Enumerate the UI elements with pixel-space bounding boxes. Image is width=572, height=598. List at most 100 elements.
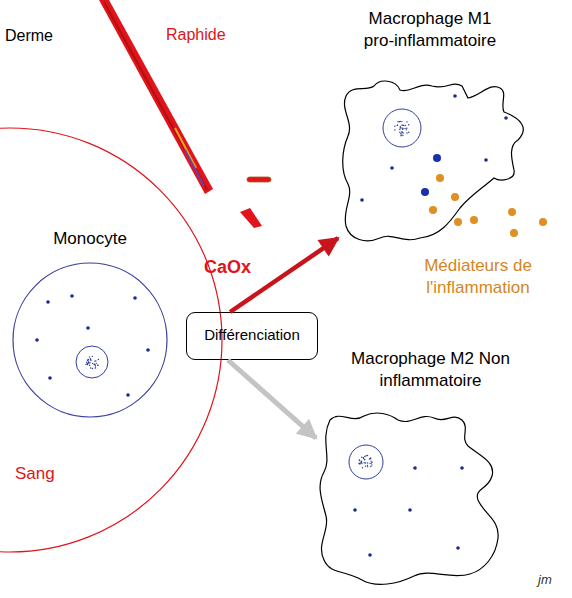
signature: jm — [538, 572, 568, 589]
chromatin-dot — [87, 359, 88, 360]
chromatin-dot — [370, 458, 371, 459]
chromatin-dot — [95, 366, 96, 367]
chromatin-dot — [88, 362, 89, 363]
node-label: Monocyte — [30, 228, 150, 250]
chromatin-dot — [88, 359, 89, 360]
chromatin-dot — [361, 461, 362, 462]
crystal-fragment — [240, 208, 262, 228]
chromatin-dot — [98, 359, 99, 360]
chromatin-dot — [97, 364, 98, 365]
chromatin-dot — [394, 126, 395, 127]
chromatin-dot — [90, 358, 91, 359]
tissue-label: Derme — [5, 26, 85, 47]
chromatin-dot — [371, 464, 372, 465]
chromatin-dot — [359, 463, 360, 464]
chromatin-dot — [367, 455, 368, 456]
chromatin-dot — [89, 362, 90, 363]
chromatin-dot — [362, 467, 363, 468]
chromatin-dot — [406, 128, 407, 129]
chromatin-dot — [370, 460, 371, 461]
arrow-connector — [228, 360, 316, 438]
chromatin-dot — [397, 124, 398, 125]
chromatin-dot — [369, 463, 370, 464]
chromatin-dot — [90, 360, 91, 361]
chromatin-dot — [358, 463, 359, 464]
chromatin-dot — [87, 363, 88, 364]
chromatin-dot — [400, 127, 401, 128]
chromatin-dot — [96, 363, 97, 364]
chromatin-dot — [88, 362, 89, 363]
chromatin-dot — [400, 135, 401, 136]
chromatin-dot — [88, 361, 89, 362]
chromatin-dot — [371, 462, 372, 463]
monocyte-cell-outline — [12, 262, 168, 418]
process-box: Différenciation — [186, 312, 318, 360]
chromatin-dot — [403, 125, 404, 126]
nucleus — [349, 445, 383, 479]
chromatin-dot — [405, 125, 406, 126]
chromatin-dot — [404, 128, 405, 129]
chromatin-dot — [399, 121, 400, 122]
chromatin-dot — [370, 466, 371, 467]
chromatin-dot — [92, 363, 93, 364]
chromatin-dot — [361, 461, 362, 462]
monocyte-cell: Monocyte — [12, 262, 168, 418]
chromatin-dot — [97, 365, 98, 366]
crystal-fragment — [247, 177, 271, 182]
chromatin-dot — [401, 131, 402, 132]
chromatin-dot — [359, 460, 360, 461]
raphide-highlight — [185, 150, 204, 186]
mediator-label: Médiateurs de l'inflammation — [410, 255, 546, 299]
chromatin-dot — [399, 127, 400, 128]
chromatin-dot — [92, 368, 93, 369]
node-label: Macrophage M2 Non inflammatoire — [348, 348, 513, 392]
chromatin-dot — [400, 133, 401, 134]
chromatin-dot — [361, 463, 362, 464]
chromatin-dot — [402, 129, 403, 130]
blood-vessel-outline — [0, 127, 223, 553]
chromatin-dot — [402, 135, 403, 136]
chromatin-dot — [364, 459, 365, 460]
chromatin-dot — [94, 364, 95, 365]
chromatin-dot — [401, 121, 402, 122]
nucleus — [383, 109, 421, 147]
chromatin-dot — [87, 360, 88, 361]
blood-vessel: SangMonocyte — [0, 127, 223, 553]
chromatin-dot — [88, 359, 89, 360]
cell-membrane — [0, 128, 222, 552]
node-label: Différenciation — [187, 325, 317, 345]
chromatin-dot — [365, 455, 366, 456]
raphide-highlight — [175, 128, 196, 168]
chromatin-dot — [367, 466, 368, 467]
chromatin-dot — [364, 456, 365, 457]
chromatin-dot — [402, 124, 403, 125]
chromatin-dot — [89, 365, 90, 366]
chromatin-dot — [397, 121, 398, 122]
nucleus — [76, 346, 108, 378]
chromatin-dot — [397, 125, 398, 126]
chromatin-dot — [401, 128, 402, 129]
chromatin-dot — [360, 463, 361, 464]
chromatin-dot — [400, 121, 401, 122]
chromatin-dot — [365, 462, 366, 463]
chromatin-dot — [90, 367, 91, 368]
chromatin-dot — [371, 462, 372, 463]
chromatin-dot — [365, 465, 366, 466]
chromatin-dot — [408, 132, 409, 133]
part-name: Raphide — [166, 25, 256, 46]
chromatin-dot — [406, 132, 407, 133]
chromatin-dot — [402, 128, 403, 129]
cell-membrane — [13, 263, 167, 417]
chromatin-dot — [95, 365, 96, 366]
chromatin-dot — [87, 364, 88, 365]
chromatin-dot — [406, 121, 407, 122]
macrophage-m2-outline — [316, 410, 502, 588]
chromatin-dot — [400, 134, 401, 135]
chromatin-dot — [95, 367, 96, 368]
chromatin-dot — [400, 126, 401, 127]
chromatin-dot — [406, 129, 407, 130]
chromatin-dot — [92, 356, 93, 357]
chromatin-dot — [85, 364, 86, 365]
chromatin-dot — [394, 129, 395, 130]
